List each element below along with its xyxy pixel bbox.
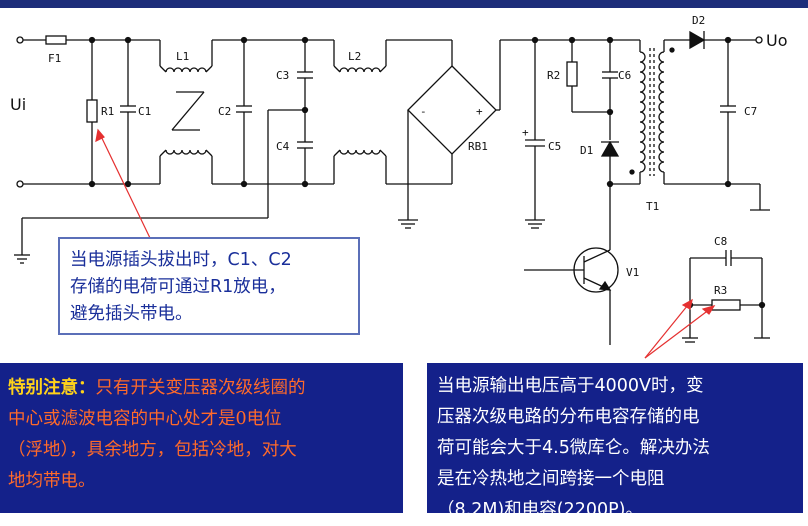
label-rb1: RB1	[468, 140, 488, 153]
label-c1: C1	[138, 105, 151, 118]
note-left-lead: 特别注意：	[8, 378, 96, 398]
circuit-diagram: Ui Uo F1 R1 C1 L1 C2 C3 C4 L2 RB1 - + + …	[10, 14, 788, 359]
resistor-r2	[566, 61, 578, 87]
label-c4: C4	[276, 140, 290, 153]
label-d1: D1	[580, 144, 593, 157]
label-input: Ui	[10, 95, 26, 114]
label-r3: R3	[714, 284, 727, 297]
r1-discharge-callout: 当电源插头拔出时，C1、C2 存储的电荷可通过R1放电， 避免插头带电。	[58, 237, 360, 335]
top-border-band	[0, 0, 808, 8]
high-voltage-solution-note: 当电源输出电压高于4000V时，变 压器次级电路的分布电容存储的电 荷可能会大于…	[427, 363, 803, 520]
arrow-to-r1	[97, 129, 151, 239]
label-bridge-minus: -	[420, 105, 427, 118]
input-terminal-top	[16, 36, 24, 44]
note-right-line-1: 当电源输出电压高于4000V时，变	[437, 376, 704, 396]
note-right-line-2: 压器次级电路的分布电容存储的电	[437, 407, 700, 427]
label-c3: C3	[276, 69, 289, 82]
label-c7: C7	[744, 105, 757, 118]
label-c2: C2	[218, 105, 231, 118]
resistor-r3	[711, 299, 741, 311]
label-f1: F1	[48, 52, 61, 65]
note-left-line-2: 中心或滤波电容的中心处才是0电位	[8, 409, 282, 429]
label-c5: C5	[548, 140, 561, 153]
note-right-line-5: （8.2M)和电容(2200P)。	[437, 500, 644, 520]
label-bridge-plus: +	[476, 105, 483, 118]
label-l2: L2	[348, 50, 361, 63]
transformer-primary	[639, 51, 646, 173]
label-r1: R1	[101, 105, 114, 118]
inductor-l1-bottom	[165, 149, 207, 155]
label-c6: C6	[618, 69, 631, 82]
inductor-l2-top	[339, 67, 381, 73]
label-d2: D2	[692, 14, 705, 27]
note-left-line-1-text: 只有开关变压器次级线圈的	[95, 378, 306, 398]
label-c5-plus: +	[522, 126, 529, 139]
note-left-line-3: （浮地），具余地方，包括冷地，对大	[8, 440, 297, 460]
input-terminal-bottom	[16, 180, 24, 188]
transformer-secondary	[658, 51, 665, 173]
schematic-slide: Ui Uo F1 R1 C1 L1 C2 C3 C4 L2 RB1 - + + …	[0, 0, 808, 513]
callout-line-2: 存储的电荷可通过R1放电，	[70, 277, 286, 297]
label-t1: T1	[646, 200, 659, 213]
resistor-r1	[86, 99, 98, 123]
label-r2: R2	[547, 69, 560, 82]
label-output: Uo	[766, 31, 788, 50]
callout-line-3: 避免插头带电。	[70, 304, 193, 324]
fuse-f1	[45, 35, 67, 45]
callout-line-1: 当电源插头拔出时，C1、C2	[70, 250, 292, 270]
arrow-to-r3	[644, 305, 715, 359]
note-right-line-4: 是在冷热地之间跨接一个电阻	[437, 469, 665, 489]
inductor-l2-bottom	[339, 149, 381, 155]
label-v1: V1	[626, 266, 639, 279]
note-left-line-4: 地均带电。	[8, 471, 96, 491]
diode-d2	[689, 30, 706, 50]
note-right-line-3: 荷可能会大于4.5微库仑。解决办法	[437, 438, 710, 458]
arrow-to-c8	[644, 299, 693, 359]
inductor-l1-top	[165, 67, 207, 73]
diode-d1	[600, 140, 620, 157]
floating-ground-note: 特别注意：只有开关变压器次级线圈的 中心或滤波电容的中心处才是0电位 （浮地），…	[0, 363, 403, 513]
label-c8: C8	[714, 235, 727, 248]
label-l1: L1	[176, 50, 189, 63]
note-left-line-1: 特别注意：只有开关变压器次级线圈的	[8, 373, 395, 404]
